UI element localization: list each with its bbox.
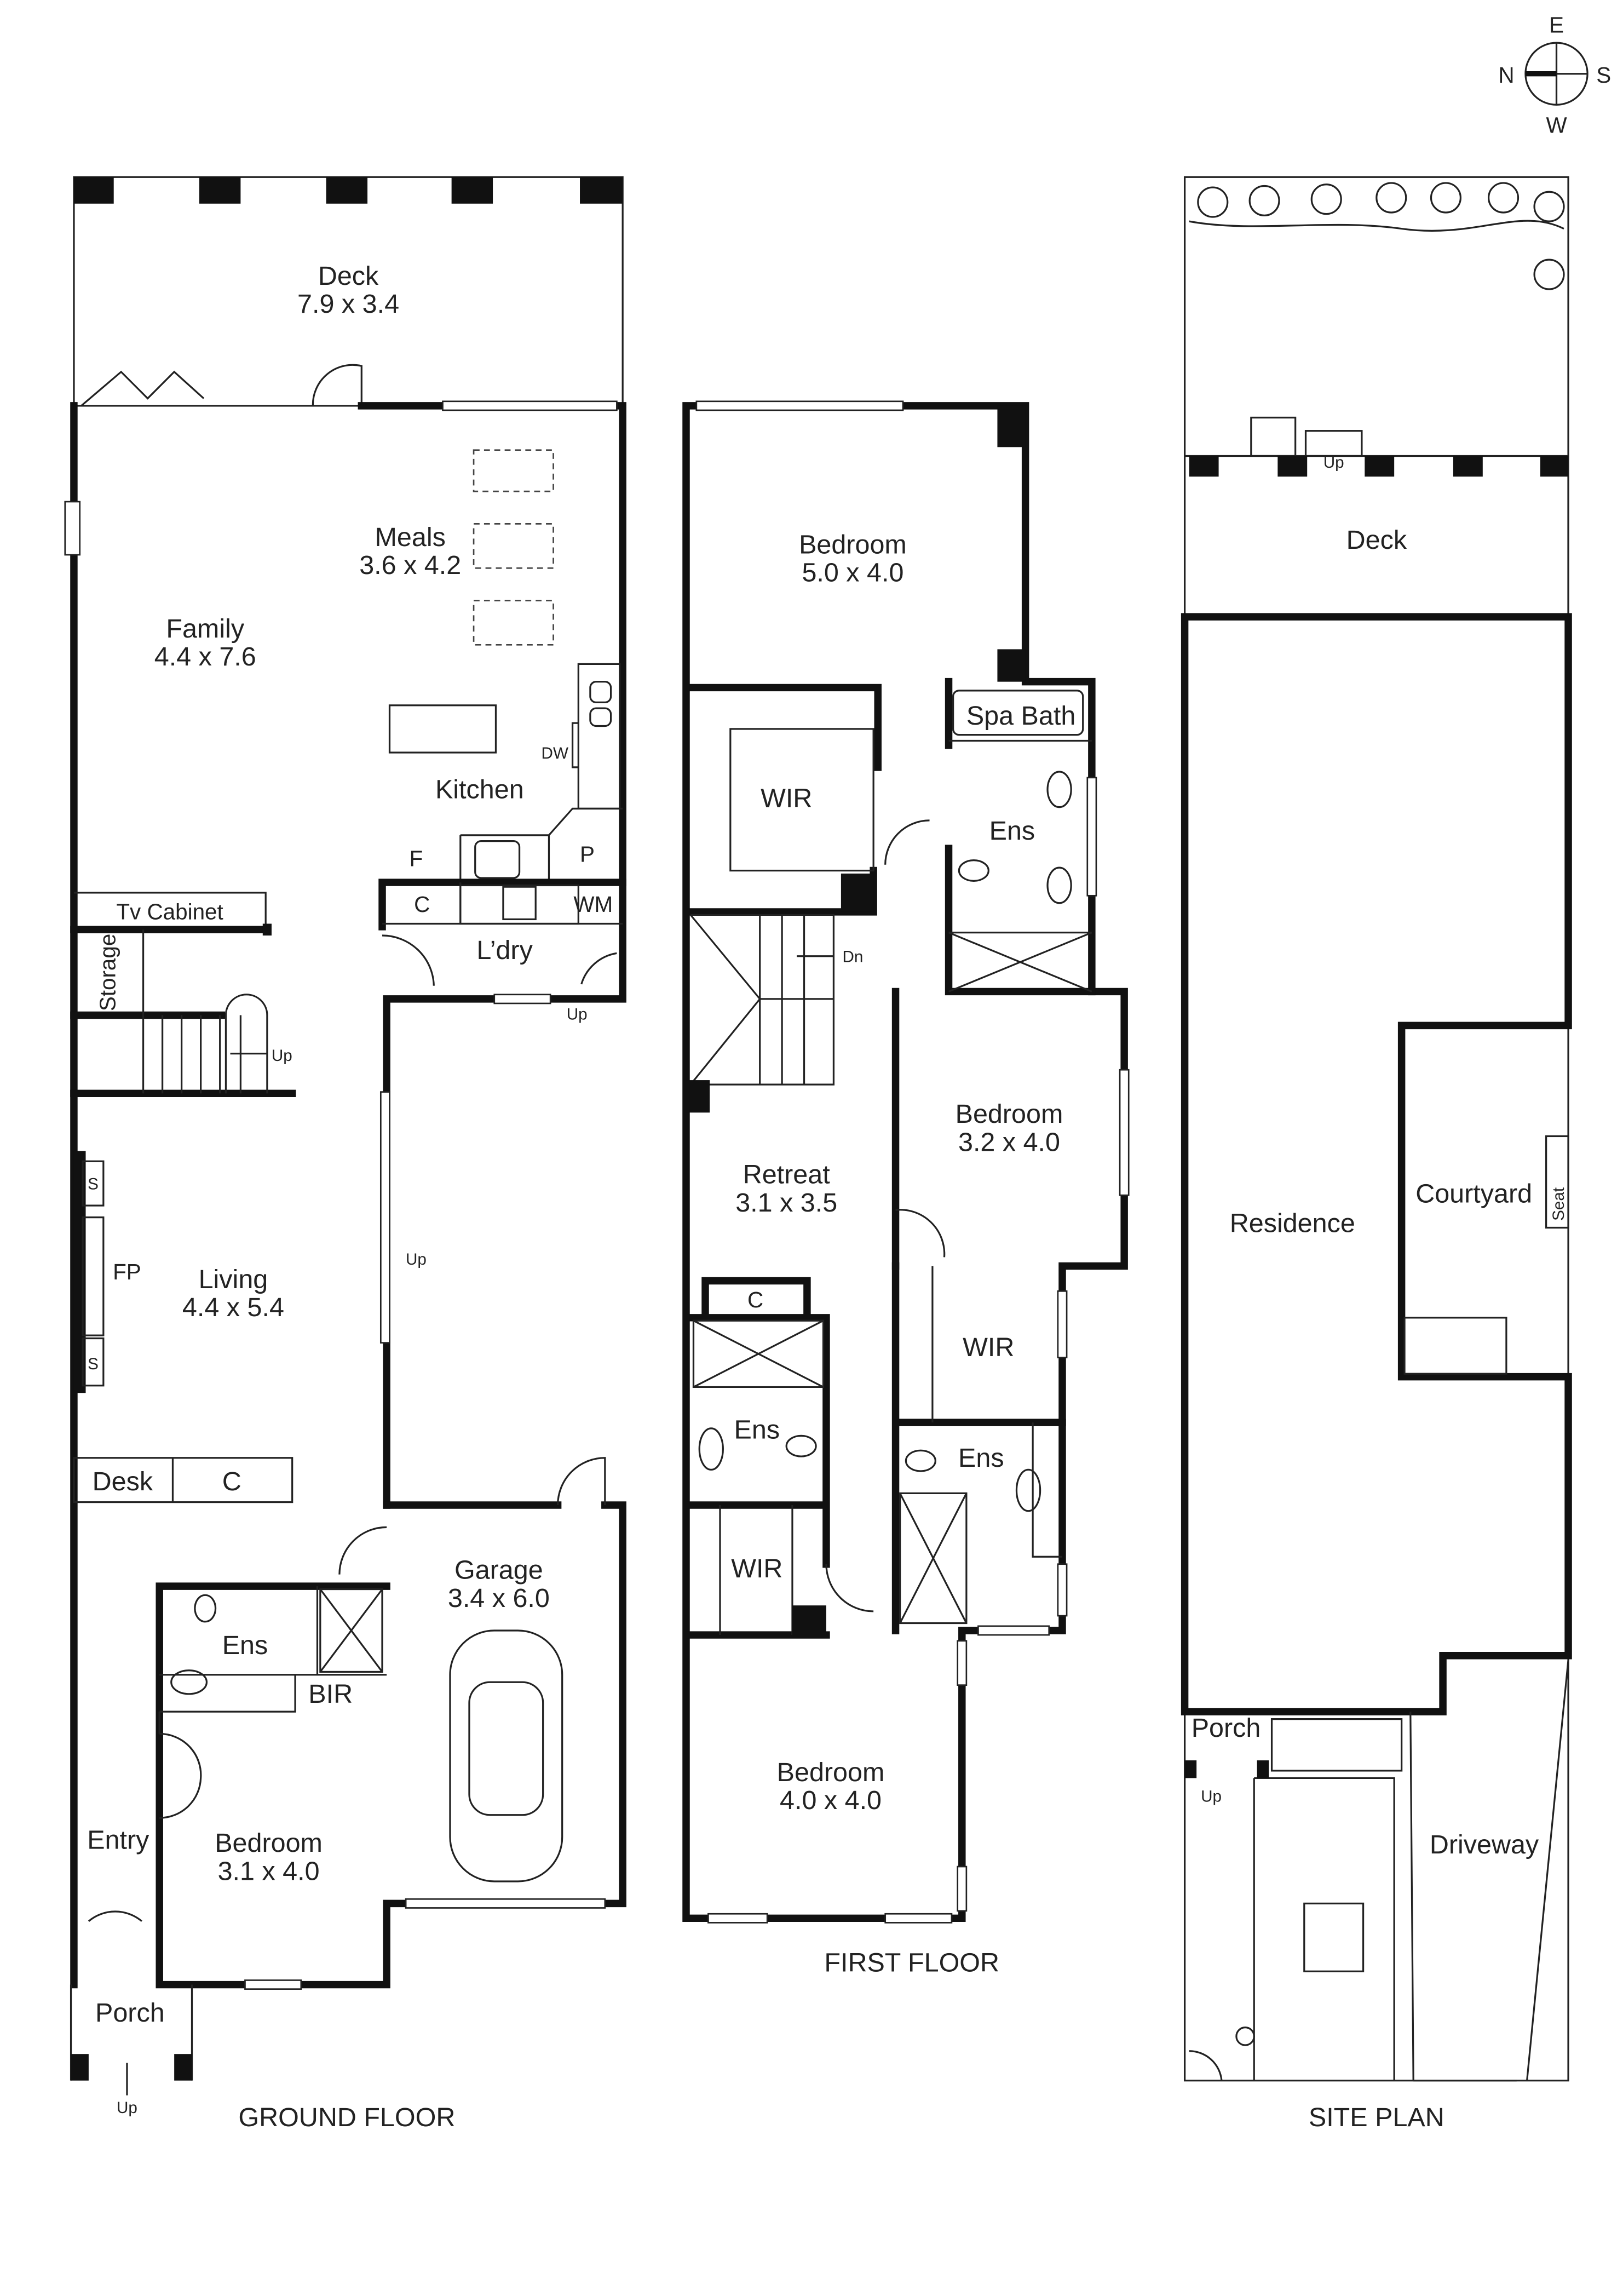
- room-size-bedroom: 3.1 x 4.0: [218, 1856, 320, 1886]
- label-dw: DW: [542, 744, 568, 762]
- room-label-wir-1: WIR: [761, 784, 812, 813]
- cooktop-icon: [474, 840, 521, 879]
- first-floor-title: FIRST FLOOR: [824, 1948, 999, 1977]
- site-label-deck: Deck: [1346, 525, 1407, 555]
- room-size-garage: 3.4 x 6.0: [448, 1583, 550, 1613]
- site-label-driveway: Driveway: [1430, 1830, 1539, 1859]
- label-up-site-deck: Up: [1323, 454, 1344, 472]
- room-size-living: 4.4 x 5.4: [182, 1293, 284, 1322]
- site-plan: Up Deck Residence Courtyard Seat Porch U…: [1181, 176, 1572, 2132]
- ground-floor-plan: Deck 7.9 x 3.4 Meals 3.6 x 4.2 Family 4.…: [64, 176, 626, 2132]
- room-size-meals: 3.6 x 4.2: [359, 550, 461, 580]
- label-pantry: P: [580, 841, 595, 866]
- label-wm: WM: [573, 892, 613, 917]
- label-spa-bath: Spa Bath: [966, 701, 1075, 731]
- label-fridge: F: [410, 846, 423, 871]
- label-desk: Desk: [93, 1467, 153, 1496]
- label-dn: Dn: [842, 948, 863, 966]
- tree-icons: [1197, 182, 1565, 290]
- site-label-porch: Porch: [1192, 1713, 1261, 1743]
- room-label-ensuite: Ens: [222, 1631, 268, 1660]
- room-size-deck: 7.9 x 3.4: [297, 289, 399, 319]
- compass-east: E: [1549, 12, 1564, 37]
- label-cupboard: C: [414, 892, 430, 917]
- label-up-stairs: Up: [272, 1047, 292, 1065]
- room-label-bedroom-3: Bedroom: [777, 1758, 885, 1787]
- room-label-retreat: Retreat: [743, 1160, 831, 1190]
- site-plan-title: SITE PLAN: [1309, 2103, 1444, 2132]
- compass-north: N: [1498, 62, 1514, 88]
- room-size-family: 4.4 x 7.6: [154, 642, 256, 671]
- room-label-family: Family: [166, 614, 245, 644]
- label-bir: BIR: [308, 1679, 353, 1709]
- room-size-bedroom-3: 4.0 x 4.0: [780, 1786, 882, 1815]
- room-size-retreat: 3.1 x 3.5: [735, 1188, 837, 1218]
- bifold-door: [80, 370, 205, 407]
- fireplace: [73, 1151, 86, 1393]
- room-label-wir-2: WIR: [963, 1333, 1014, 1362]
- label-storage: Storage: [95, 934, 120, 1012]
- room-label-porch: Porch: [95, 1998, 165, 2028]
- room-size-bedroom-2: 3.2 x 4.0: [958, 1127, 1060, 1157]
- room-label-bedroom-1: Bedroom: [799, 530, 907, 559]
- door-swing: [312, 364, 362, 406]
- label-up-living: Up: [406, 1250, 427, 1268]
- room-label-entry: Entry: [87, 1826, 149, 1855]
- room-label-living: Living: [199, 1265, 268, 1294]
- room-label-ensuite-3: Ens: [958, 1443, 1004, 1473]
- compass-west: W: [1546, 112, 1567, 137]
- car-icon: [449, 1629, 563, 1882]
- room-label-garage: Garage: [454, 1555, 543, 1585]
- label-up-laundry: Up: [567, 1006, 588, 1024]
- room-label-laundry: L’dry: [476, 935, 533, 965]
- label-cupboard: C: [747, 1287, 763, 1312]
- compass-south: S: [1596, 62, 1611, 88]
- label-tv-cabinet: Tv Cabinet: [116, 899, 223, 924]
- label-speaker: S: [88, 1175, 99, 1193]
- kitchen-island: [388, 704, 497, 754]
- label-fp: FP: [113, 1259, 141, 1284]
- room-label-deck: Deck: [318, 261, 379, 291]
- room-label-bedroom: Bedroom: [215, 1828, 323, 1858]
- site-label-seat: Seat: [1550, 1187, 1568, 1221]
- room-size-bedroom-1: 5.0 x 4.0: [802, 558, 903, 587]
- site-label-residence: Residence: [1230, 1209, 1355, 1238]
- compass-icon: E N S W: [1498, 12, 1611, 137]
- room-label-kitchen: Kitchen: [435, 775, 524, 805]
- label-up-porch: Up: [117, 2099, 137, 2117]
- room-label-wir-3: WIR: [731, 1554, 782, 1583]
- room-label-meals: Meals: [375, 523, 446, 552]
- room-label-ensuite-2: Ens: [734, 1415, 780, 1445]
- site-label-courtyard: Courtyard: [1415, 1179, 1532, 1209]
- ground-floor-title: GROUND FLOOR: [238, 2103, 455, 2132]
- label-speaker: S: [88, 1355, 99, 1373]
- label-up-site-porch: Up: [1201, 1787, 1222, 1805]
- first-floor-plan: Bedroom 5.0 x 4.0 WIR Spa Bath Ens Dn Re…: [682, 400, 1130, 1977]
- room-label-ensuite-1: Ens: [989, 816, 1035, 846]
- room-label-bedroom-2: Bedroom: [956, 1099, 1063, 1129]
- label-cupboard: C: [222, 1467, 241, 1496]
